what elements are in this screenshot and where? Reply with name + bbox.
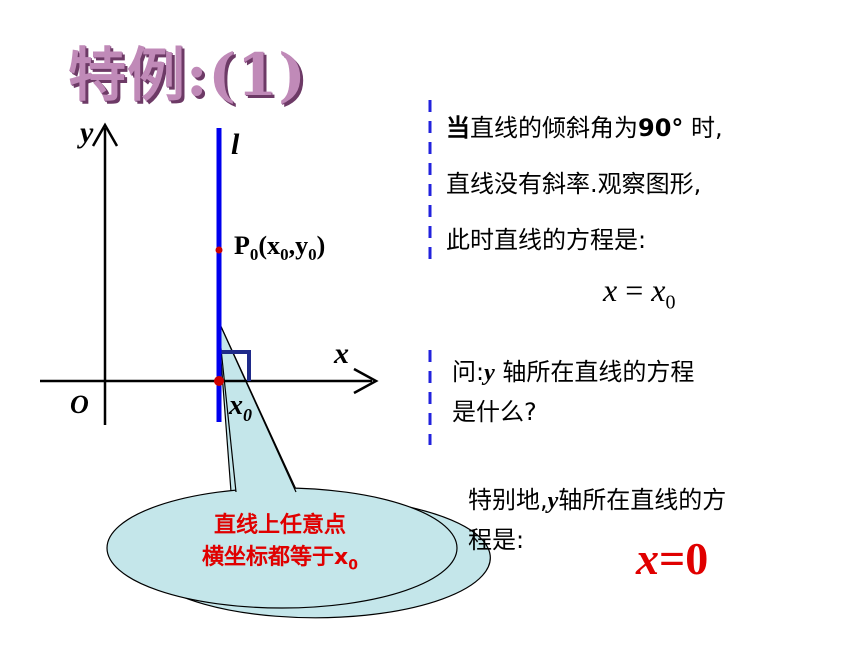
- statement-line-1: 当直线的倾斜角为90° 时,: [446, 114, 723, 142]
- answer-x-equals-0: x=0: [636, 533, 709, 584]
- x-axis-label: x: [333, 337, 349, 370]
- line-l-label: l: [231, 128, 240, 161]
- special-line-2: 程是:: [468, 526, 525, 554]
- right-angle-marker: [220, 350, 251, 381]
- question-line-2: 是什么?: [452, 398, 537, 426]
- y-axis-arrow: [91, 122, 119, 147]
- origin-label: O: [70, 390, 89, 419]
- point-p0: [215, 246, 223, 254]
- statement-line-3: 此时直线的方程是:: [446, 226, 647, 254]
- callout-line-2: 横坐标都等于x0: [202, 545, 358, 574]
- slide-title: 特例:(1): [68, 41, 307, 109]
- x0-label: x0: [228, 390, 252, 425]
- special-line-1: 特别地,y轴所在直线的方: [468, 486, 727, 514]
- equation-x-equals-x0: x = x0: [603, 272, 676, 314]
- statement-line-2: 直线没有斜率.观察图形,: [446, 170, 702, 198]
- callout-line-1: 直线上任意点: [213, 513, 346, 538]
- question-line-1: 问:y 轴所在直线的方程: [452, 358, 695, 386]
- callout-text: 直线上任意点 横坐标都等于x0: [150, 510, 410, 581]
- x-axis-arrow: [353, 367, 379, 395]
- point-x0: [214, 376, 224, 386]
- point-p0-label: P0(x0,y0): [234, 231, 325, 264]
- y-axis-label: y: [77, 116, 94, 149]
